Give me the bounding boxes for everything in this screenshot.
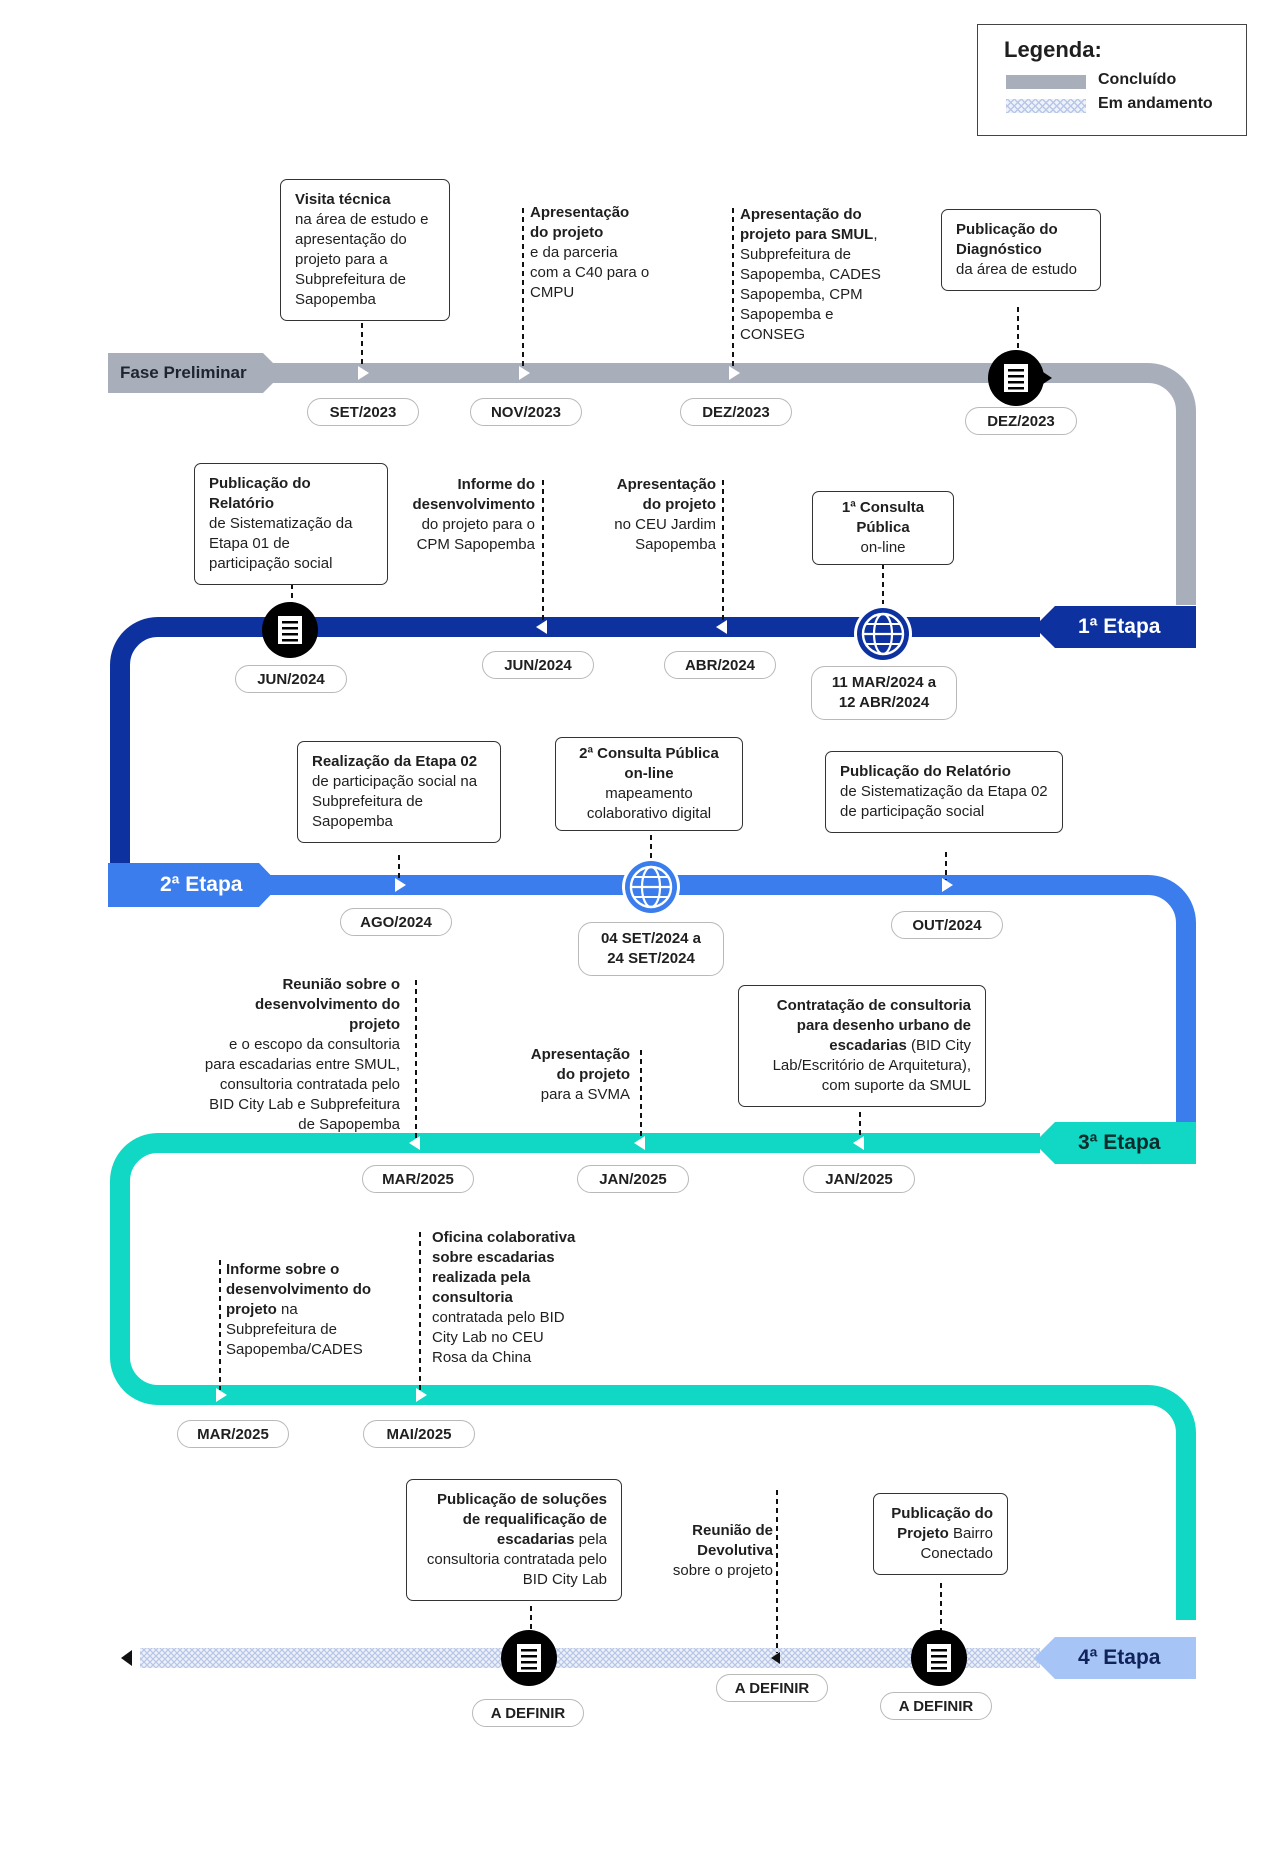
stage-tag-etapa2 bbox=[108, 863, 280, 907]
legend: Legenda: Concluído Em andamento bbox=[977, 24, 1247, 136]
globe-icon bbox=[854, 605, 912, 663]
date-label: A DEFINIR bbox=[472, 1699, 584, 1727]
document-icon bbox=[911, 1630, 967, 1686]
stage-label-etapa1: 1ª Etapa bbox=[1078, 615, 1161, 638]
date-label: A DEFINIR bbox=[880, 1692, 992, 1720]
arrow-marker bbox=[536, 620, 547, 634]
date-label: A DEFINIR bbox=[716, 1674, 828, 1702]
stage-tag-preliminar bbox=[108, 353, 283, 393]
date-label: DEZ/2023 bbox=[965, 407, 1077, 435]
arrow-marker bbox=[771, 1652, 780, 1664]
legend-title: Legenda: bbox=[1004, 37, 1102, 62]
track-etapa1 bbox=[110, 617, 1040, 873]
date-label: NOV/2023 bbox=[470, 398, 582, 426]
stage-label-etapa3: 3ª Etapa bbox=[1078, 1131, 1161, 1154]
event-contratacao-consultoria: Contratação de consultoria para desenho … bbox=[738, 985, 986, 1107]
arrow-marker bbox=[729, 366, 740, 380]
arrow-marker bbox=[634, 1136, 645, 1150]
track-end-arrow bbox=[121, 1650, 132, 1666]
date-label: OUT/2024 bbox=[891, 911, 1003, 939]
legend-label-ongoing: Em andamento bbox=[1098, 95, 1213, 112]
stage-label-preliminar: Fase Preliminar bbox=[120, 363, 247, 382]
arrow-marker bbox=[519, 366, 530, 380]
event-publicacao-solucoes: Publicação de soluções de requalificação… bbox=[406, 1479, 622, 1601]
stage-tag-etapa1 bbox=[1034, 606, 1196, 648]
legend-swatch-done bbox=[1006, 75, 1086, 89]
stage-label-etapa2: 2ª Etapa bbox=[160, 873, 243, 896]
stage-label-etapa4: 4ª Etapa bbox=[1078, 1646, 1161, 1669]
track-etapa4 bbox=[140, 1648, 1040, 1668]
date-label: JAN/2025 bbox=[577, 1165, 689, 1193]
document-icon bbox=[501, 1630, 557, 1686]
globe-icon bbox=[622, 858, 680, 916]
date-label: MAI/2025 bbox=[363, 1420, 475, 1448]
event-informe-cades: Informe sobre o desenvolvimento do proje… bbox=[226, 1261, 372, 1358]
arrow-marker bbox=[395, 878, 406, 892]
legend-label-done: Concluído bbox=[1098, 71, 1177, 88]
stage-tag-etapa4 bbox=[1034, 1637, 1196, 1679]
date-label: JAN/2025 bbox=[803, 1165, 915, 1193]
event-publicacao-bairro-conectado: Publicação do Projeto Bairro Conectado bbox=[873, 1493, 1008, 1575]
date-label: JUN/2024 bbox=[235, 665, 347, 693]
arrow-marker bbox=[942, 878, 953, 892]
arrow-marker bbox=[716, 620, 727, 634]
arrow-marker bbox=[853, 1136, 864, 1150]
arrow-marker bbox=[358, 366, 369, 380]
arrow-marker bbox=[416, 1388, 427, 1402]
event-oficina-colaborativa: Oficina colaborativa sobre escadarias re… bbox=[432, 1229, 576, 1366]
date-label: ABR/2024 bbox=[664, 651, 776, 679]
track-preliminar bbox=[110, 363, 1196, 605]
date-label: AGO/2024 bbox=[340, 908, 452, 936]
legend-swatch-ongoing bbox=[1006, 99, 1086, 113]
track-etapa2 bbox=[250, 875, 1196, 1131]
date-label: MAR/2025 bbox=[362, 1165, 474, 1193]
date-label: MAR/2025 bbox=[177, 1420, 289, 1448]
date-label: DEZ/2023 bbox=[680, 398, 792, 426]
event-apresentacao-smul: Apresentação do projeto para SMUL, Subpr… bbox=[740, 206, 881, 343]
arrow-marker bbox=[216, 1388, 227, 1402]
date-label: JUN/2024 bbox=[482, 651, 594, 679]
document-icon bbox=[988, 350, 1052, 406]
arrow-marker bbox=[409, 1136, 420, 1150]
event-reuniao-escopo: Reunião sobre o desenvolvimento do proje… bbox=[204, 976, 400, 1133]
stage-tag-etapa3 bbox=[1034, 1122, 1196, 1164]
date-label: SET/2023 bbox=[307, 398, 419, 426]
document-icon bbox=[262, 602, 318, 658]
track-etapa3 bbox=[110, 1133, 1196, 1620]
